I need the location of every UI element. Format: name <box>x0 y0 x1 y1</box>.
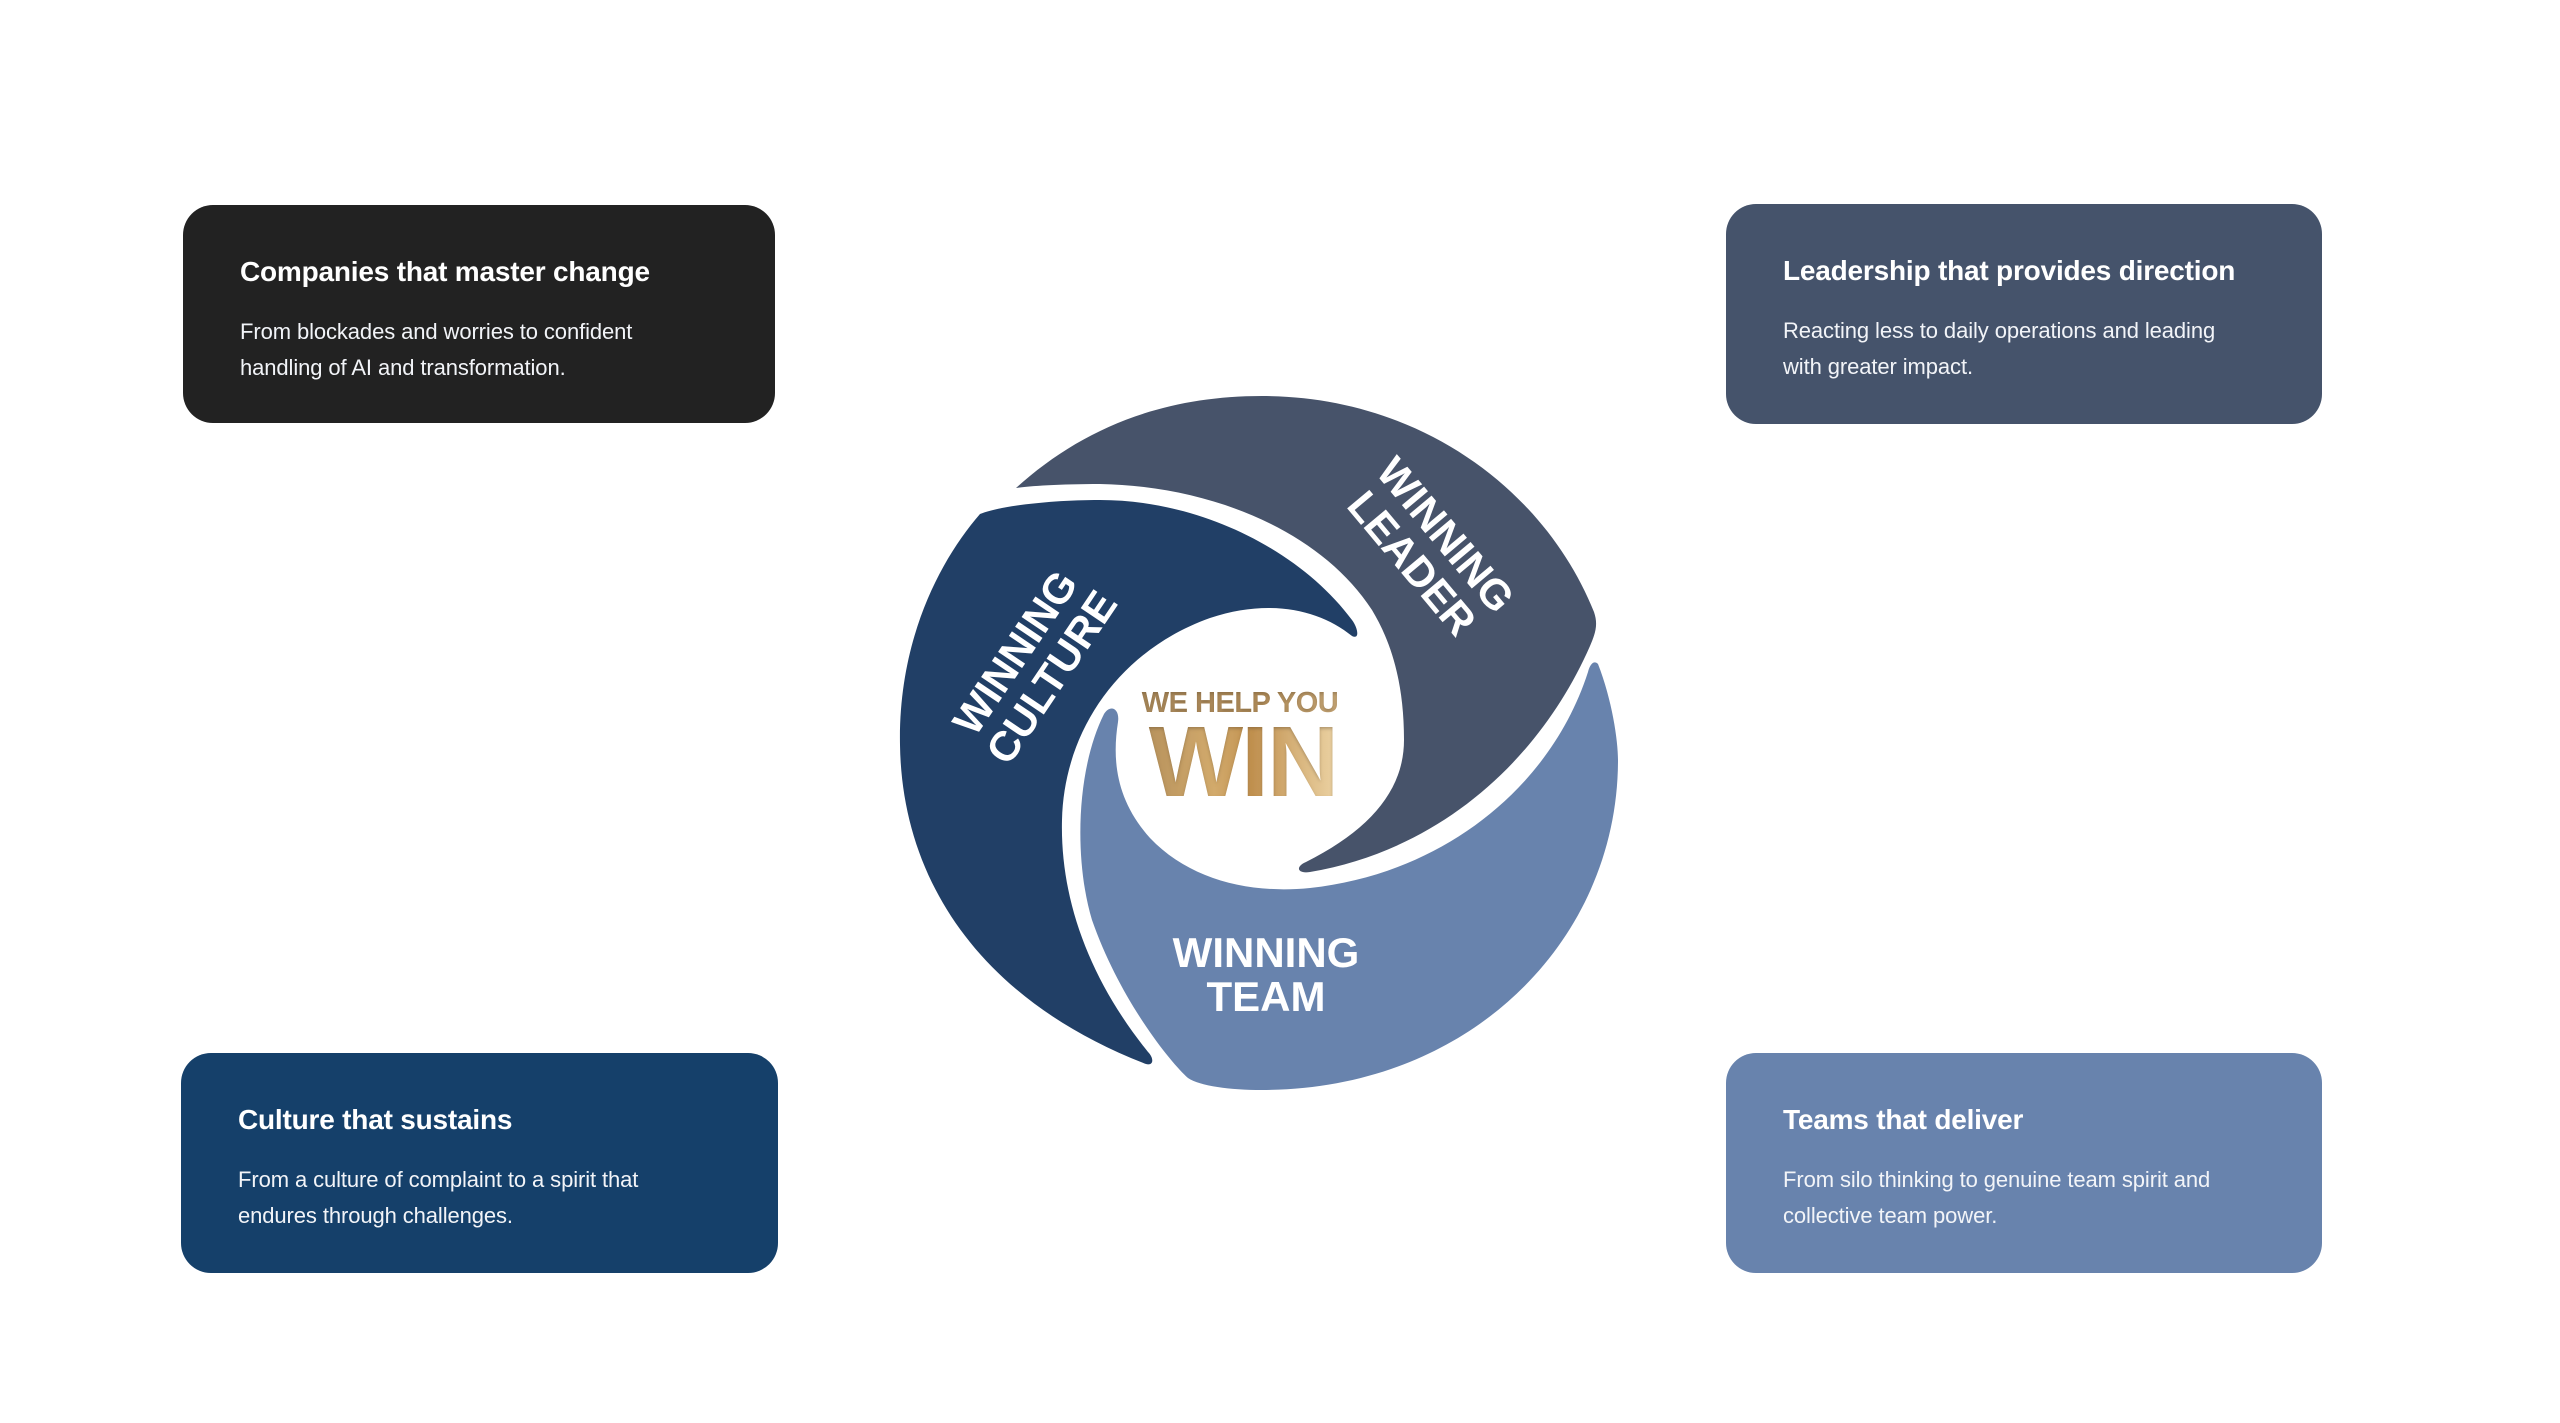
card-description-line: From a culture of complaint to a spirit … <box>238 1167 639 1192</box>
card-description: From blockades and worries to confident … <box>240 314 719 386</box>
card-leadership: Leadership that provides direction React… <box>1726 204 2322 424</box>
card-description-line: From silo thinking to genuine team spiri… <box>1783 1167 2211 1192</box>
segment-winning-leader <box>1016 396 1597 873</box>
card-description-line: collective team power. <box>1783 1203 1998 1228</box>
label-line: WINNING <box>1173 929 1360 976</box>
card-title: Teams that deliver <box>1783 1104 2024 1135</box>
card-description: From a culture of complaint to a spirit … <box>238 1162 722 1234</box>
card-description-line: Reacting less to daily operations and le… <box>1783 318 2216 343</box>
center-win-text: WIN <box>1149 706 1337 818</box>
segment-winning-culture <box>899 500 1358 1065</box>
label-line: TEAM <box>1207 973 1326 1020</box>
label-winning-team: WINNING TEAM <box>1173 929 1360 1020</box>
card-teams: Teams that deliver From silo thinking to… <box>1726 1053 2322 1273</box>
center-tagline: WE HELP YOU <box>1142 687 1338 719</box>
card-title: Culture that sustains <box>238 1104 513 1135</box>
card-description: Reacting less to daily operations and le… <box>1783 313 2266 385</box>
card-title: Leadership that provides direction <box>1783 255 2236 286</box>
card-companies: Companies that master change From blocka… <box>183 205 775 423</box>
card-title: Companies that master change <box>240 256 650 287</box>
card-description-line: endures through challenges. <box>238 1203 513 1228</box>
segment-winning-team <box>1080 662 1618 1090</box>
card-description-line: with greater impact. <box>1783 354 1973 379</box>
card-description: From silo thinking to genuine team spiri… <box>1783 1162 2266 1234</box>
card-description-line: handling of AI and transformation. <box>240 355 566 380</box>
card-description-line: From blockades and worries to confident <box>240 319 633 344</box>
card-culture: Culture that sustains From a culture of … <box>181 1053 778 1273</box>
